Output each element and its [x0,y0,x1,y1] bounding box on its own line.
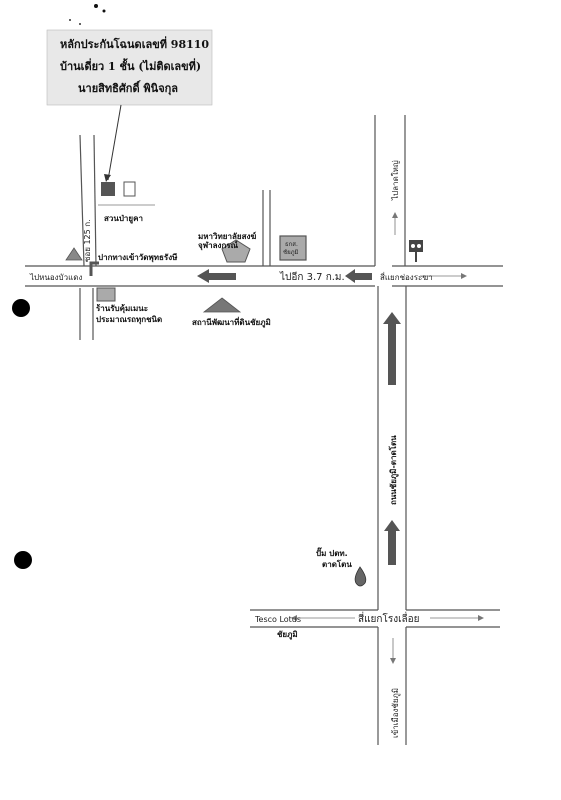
label-intersection-north: สี่แยกช่องระฆา [380,271,433,282]
label-garden: สวนป่ายูคา [104,214,143,224]
arrow-up-2 [384,520,400,565]
label-to-city: เข้าเมืองชัยภูมิ [391,688,401,738]
main-road [25,265,503,287]
label-road-name: ถนนชัยภูมิ-ตาดโตน [388,435,399,505]
header-line1: หลักประกันโฉนดเลขที่ 98110 [60,36,209,51]
label-entrance: ปากทางเข้าวัดพุทธรังษี [98,252,178,263]
pointer-line [107,104,122,181]
binder-hole-top [12,299,30,317]
shop-box [96,287,116,302]
header-line3: นายสิทธิศักดิ์ พินิจกุล [78,80,178,96]
header-line2: บ้านเดี่ยว 1 ชั้น (ไม่ติดเลขที่) [60,58,201,73]
label-gas2: ตาดโตน [322,559,352,569]
arrow-left-2 [345,269,372,283]
label-university2: จุฬาลงกรณ์ [198,240,239,251]
house-marker-icon [101,182,115,196]
arrow-up-1 [383,312,401,385]
label-distance: ไปอีก 3.7 ก.ม. [279,271,345,283]
pentagon-icon [221,239,251,263]
label-university: มหาวิทยาลัยสงฆ์ [198,231,256,241]
traffic-light-icon [409,240,423,262]
scan-specks [69,4,106,25]
label-gas1: ปั๊ม ปตท. [316,547,348,558]
pointer-arrowhead [104,174,111,182]
label-station: สถานีพัฒนาที่ดินชัยภูมิ [192,316,271,328]
temple-triangle-icon [65,247,83,261]
label-tesco2: ชัยภูมิ [277,630,298,640]
south-cross-road [250,609,500,628]
header-box: หลักประกันโฉนดเลขที่ 98110 บ้านเดี่ยว 1 … [46,29,213,106]
label-shop2: ประมาณรถทุกชนิด [96,315,162,325]
thin-pointers [291,212,484,664]
label-shop1: ร้านรับคุ้มเมนะ [96,303,148,314]
label-intersection-south: สี่แยกโรงเลื่อย [358,611,420,625]
direction-arrows [197,269,401,565]
label-to-north: ไปลาดใหญ่ [391,160,400,201]
label-soi: ซอย 125 ก. [83,219,92,262]
bank-box: ธกส. ชัยภูมิ [279,235,307,261]
empty-plot-marker [123,181,136,197]
binder-hole-bottom [14,551,32,569]
label-to-nong-bua-daeng: ไปหนองบัวแดง [29,273,82,282]
label-tesco1: Tesco Lotus [254,615,301,624]
station-triangle-icon [202,297,242,313]
label-bank: ธกส. [285,241,298,248]
gas-drop-icon [354,566,367,587]
soi-road [79,134,97,340]
label-bank2: ชัยภูมิ [283,249,299,256]
entrance-bend [89,261,99,276]
south-road [377,286,407,745]
arrow-left-1 [197,269,236,283]
north-road [374,115,406,266]
